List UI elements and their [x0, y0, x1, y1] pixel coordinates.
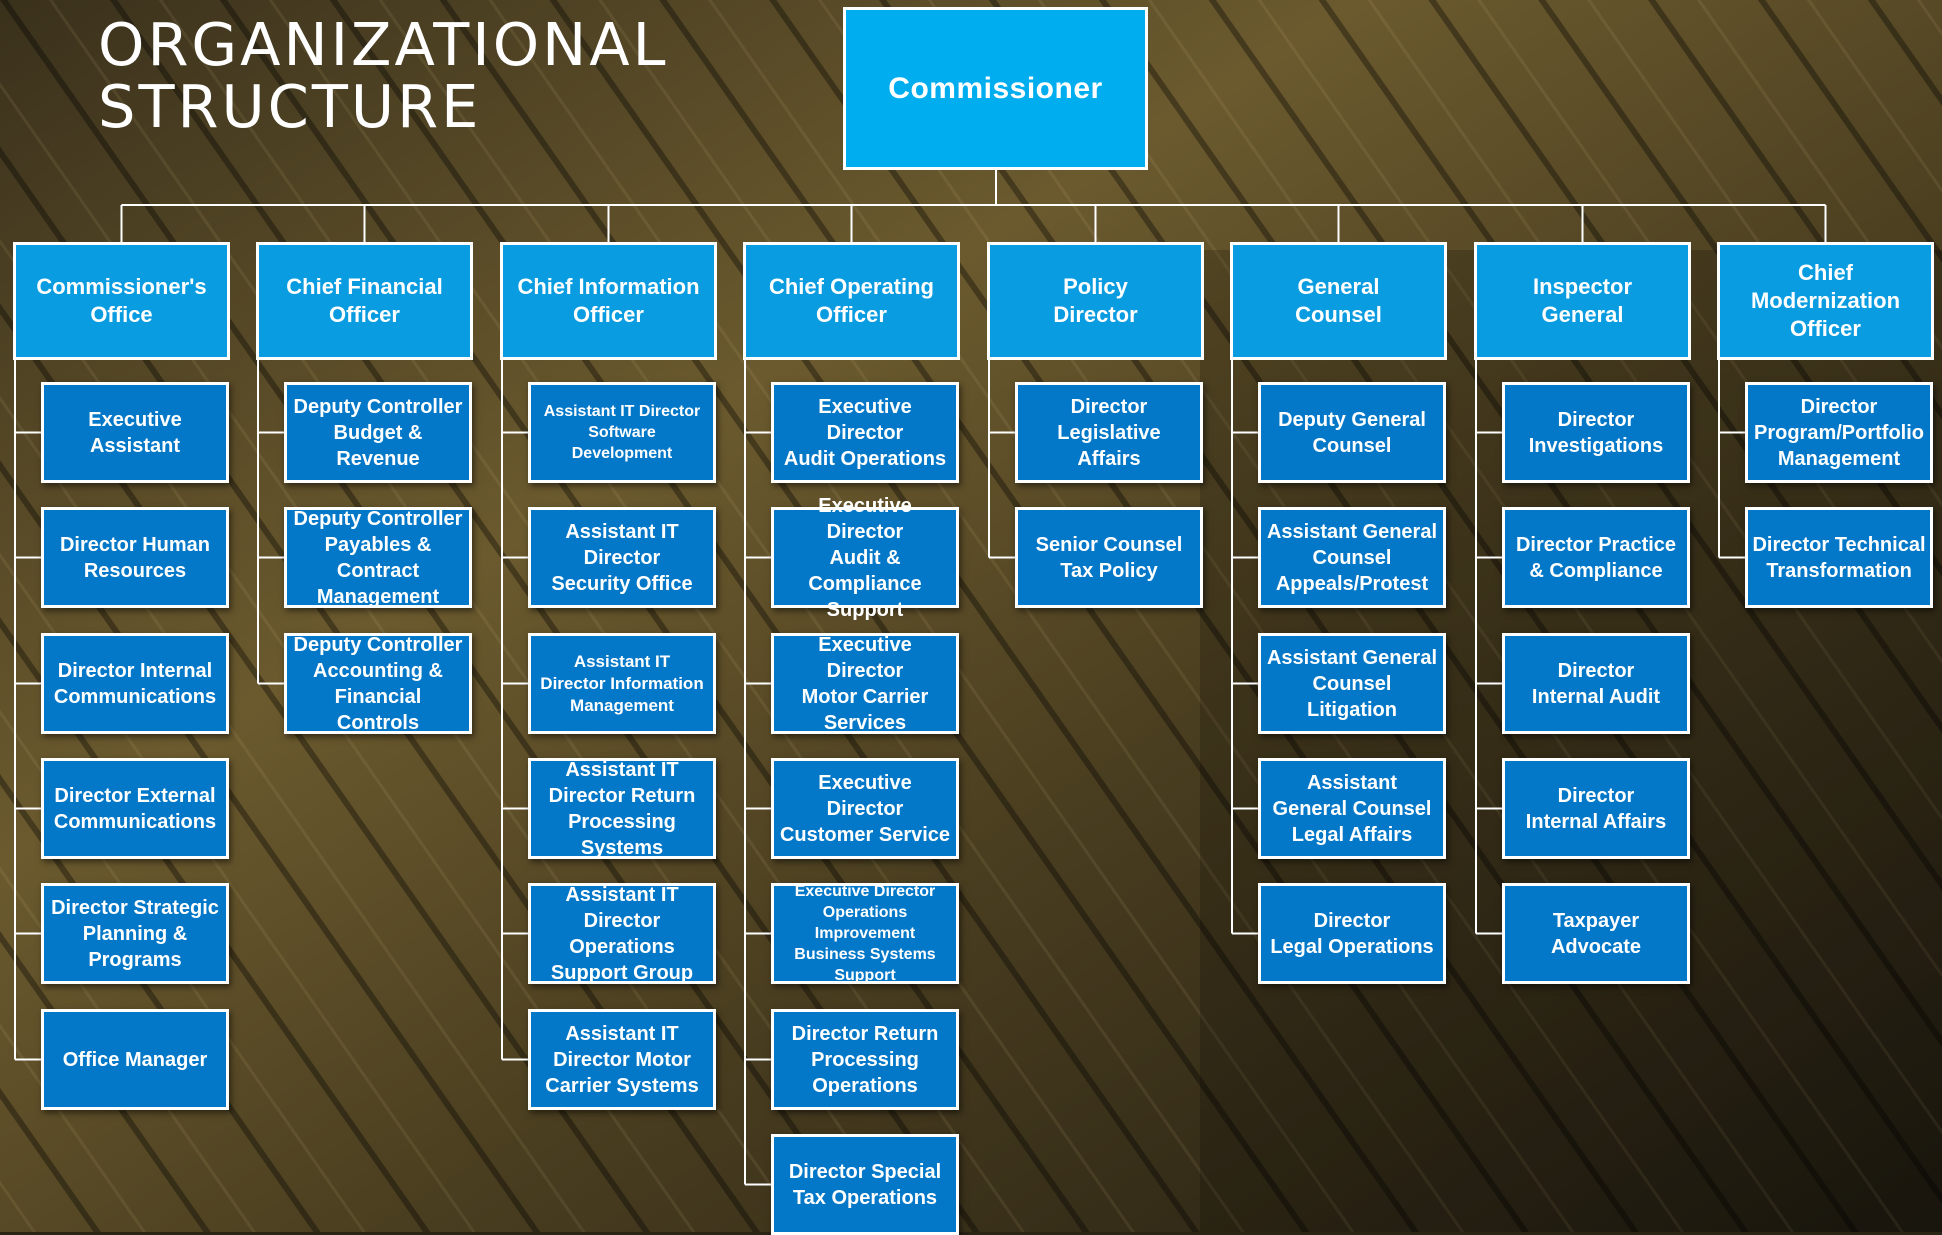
- title-line-2: STRUCTURE: [98, 72, 482, 141]
- position-director-external-communications: Director External Communications: [41, 758, 229, 859]
- position-executive-director-operations-improvement-business-systems-support: Executive Director Operations Improvemen…: [771, 883, 959, 984]
- position-assistant-it-director-security-office: Assistant IT Director Security Office: [528, 507, 716, 608]
- position-deputy-controller-payables-contract-management: Deputy Controller Payables & Contract Ma…: [284, 507, 472, 608]
- dept-head-commissioner-s-office: Commissioner's Office: [13, 242, 230, 360]
- position-assistant-general-counsel-appeals-protest: Assistant General Counsel Appeals/Protes…: [1258, 507, 1446, 608]
- position-director-strategic-planning-programs: Director Strategic Planning & Programs: [41, 883, 229, 984]
- position-director-investigations: Director Investigations: [1502, 382, 1690, 483]
- dept-head-policy-director: Policy Director: [987, 242, 1204, 360]
- position-deputy-controller-budget-revenue: Deputy Controller Budget & Revenue: [284, 382, 472, 483]
- position-executive-director-audit-compliance-support: Executive Director Audit & Compliance Su…: [771, 495, 959, 621]
- dept-head-chief-modernization-officer: Chief Modernization Officer: [1717, 242, 1934, 360]
- position-director-technical-transformation: Director Technical Transformation: [1745, 507, 1933, 608]
- position-assistant-it-director-motor-carrier-systems: Assistant IT Director Motor Carrier Syst…: [528, 1009, 716, 1110]
- position-director-practice-compliance: Director Practice & Compliance: [1502, 507, 1690, 608]
- commissioner-box: Commissioner: [843, 7, 1148, 170]
- position-director-legislative-affairs: Director Legislative Affairs: [1015, 382, 1203, 483]
- position-assistant-general-counsel-legal-affairs: Assistant General Counsel Legal Affairs: [1258, 758, 1446, 859]
- dept-head-inspector-general: Inspector General: [1474, 242, 1691, 360]
- position-director-human-resources: Director Human Resources: [41, 507, 229, 608]
- position-director-internal-communications: Director Internal Communications: [41, 633, 229, 734]
- position-executive-assistant: Executive Assistant: [41, 382, 229, 483]
- dept-head-chief-financial-officer: Chief Financial Officer: [256, 242, 473, 360]
- position-assistant-it-director-software-development: Assistant IT Director Software Developme…: [528, 382, 716, 483]
- page-title: ORGANIZATIONAL STRUCTURE: [98, 14, 669, 138]
- dept-head-chief-information-officer: Chief Information Officer: [500, 242, 717, 360]
- position-office-manager: Office Manager: [41, 1009, 229, 1110]
- position-deputy-controller-accounting-financial-controls: Deputy Controller Accounting & Financial…: [284, 633, 472, 734]
- position-director-return-processing-operations: Director Return Processing Operations: [771, 1009, 959, 1110]
- dept-head-chief-operating-officer: Chief Operating Officer: [743, 242, 960, 360]
- position-taxpayer-advocate: Taxpayer Advocate: [1502, 883, 1690, 984]
- position-executive-director-audit-operations: Executive Director Audit Operations: [771, 382, 959, 483]
- position-assistant-it-director-information-management: Assistant IT Director Information Manage…: [528, 633, 716, 734]
- position-director-internal-audit: Director Internal Audit: [1502, 633, 1690, 734]
- position-senior-counsel-tax-policy: Senior Counsel Tax Policy: [1015, 507, 1203, 608]
- position-deputy-general-counsel: Deputy General Counsel: [1258, 382, 1446, 483]
- position-executive-director-customer-service: Executive Director Customer Service: [771, 758, 959, 859]
- position-assistant-general-counsel-litigation: Assistant General Counsel Litigation: [1258, 633, 1446, 734]
- position-director-special-tax-operations: Director Special Tax Operations: [771, 1134, 959, 1235]
- dept-head-general-counsel: General Counsel: [1230, 242, 1447, 360]
- position-executive-director-motor-carrier-services: Executive Director Motor Carrier Service…: [771, 633, 959, 734]
- position-director-program-portfolio-management: Director Program/Portfolio Management: [1745, 382, 1933, 483]
- position-director-internal-affairs: Director Internal Affairs: [1502, 758, 1690, 859]
- position-director-legal-operations: Director Legal Operations: [1258, 883, 1446, 984]
- position-assistant-it-director-return-processing-systems: Assistant IT Director Return Processing …: [528, 758, 716, 859]
- title-line-1: ORGANIZATIONAL: [98, 10, 669, 79]
- position-assistant-it-director-operations-support-group: Assistant IT Director Operations Support…: [528, 883, 716, 984]
